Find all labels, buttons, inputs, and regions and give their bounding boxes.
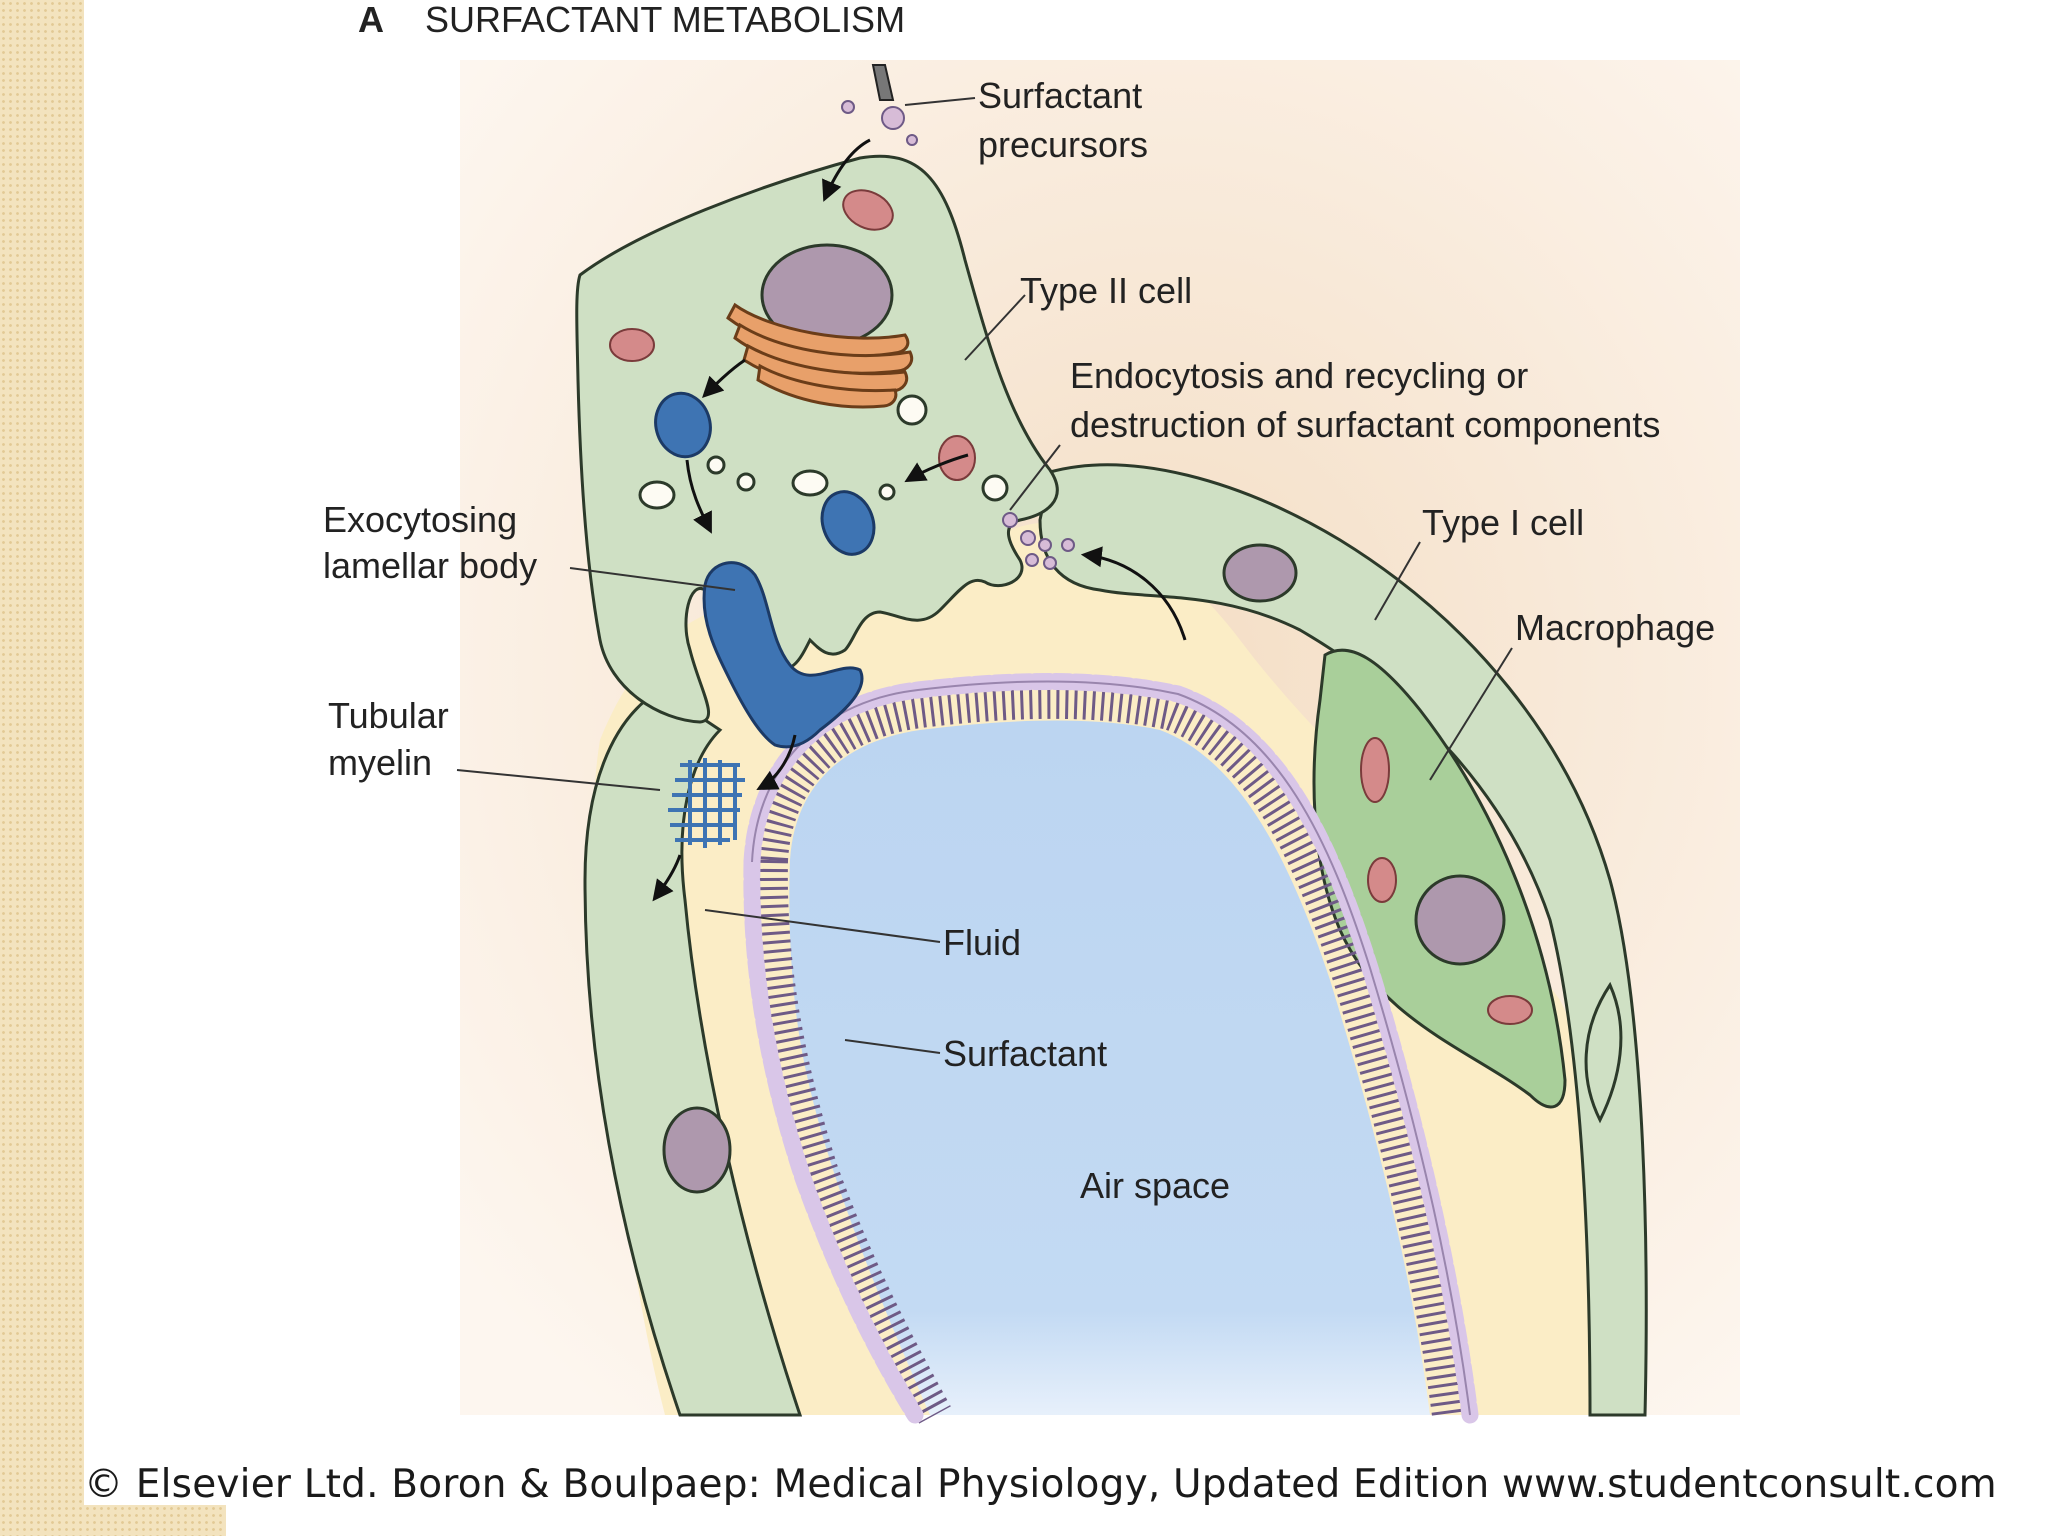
type1-cell-left-wall — [583, 688, 803, 1417]
label-exocytosing-line1: Exocytosing — [323, 499, 517, 540]
surfactant-tails — [752, 682, 1468, 1418]
pathway-arrows — [652, 138, 1187, 902]
leader-lines — [456, 97, 1513, 1054]
type1-cell-right-wall — [1038, 463, 1648, 1417]
decorative-footer-strip — [0, 1505, 226, 1536]
label-air-space: Air space — [1080, 1165, 1230, 1206]
cell-junction — [1584, 981, 1623, 1124]
label-tubular-line1: Tubular — [328, 695, 449, 736]
figure-title: SURFACTANT METABOLISM — [425, 0, 905, 40]
type2-cell — [575, 154, 1059, 724]
precursor-source — [841, 64, 918, 146]
endocytosis-particles — [1002, 512, 1075, 570]
tubular-myelin — [668, 758, 745, 848]
label-surfactant-precursors-line2: precursors — [978, 124, 1148, 165]
label-macrophage: Macrophage — [1515, 607, 1715, 648]
lamellar-body-1 — [654, 391, 712, 459]
label-endocytosis-line1: Endocytosis and recycling or — [1070, 355, 1528, 396]
label-endocytosis-line2: destruction of surfactant components — [1070, 404, 1660, 445]
type1-nucleus-left — [662, 1106, 732, 1194]
type2-mitochondrion-1 — [842, 189, 894, 231]
macrophage-mitochondrion-1 — [1360, 737, 1390, 803]
copyright-credit: © Elsevier Ltd. Boron & Boulpaep: Medica… — [84, 1462, 1997, 1507]
label-tubular-line2: myelin — [328, 742, 432, 783]
type1-nucleus-right — [1222, 543, 1298, 603]
surfactant-tails-left — [751, 859, 951, 1424]
label-surfactant-precursors-line1: Surfactant — [978, 75, 1142, 116]
lamellar-body-2 — [820, 490, 876, 556]
label-exocytosing-line2: lamellar body — [323, 545, 537, 586]
type2-mitochondrion-2 — [609, 328, 655, 362]
vesicles — [638, 394, 1009, 510]
surfactant-outline — [751, 680, 1471, 1416]
label-type1-cell: Type I cell — [1422, 502, 1584, 543]
surfactant-heads-left — [743, 853, 924, 1424]
label-surfactant: Surfactant — [943, 1033, 1107, 1074]
panel-letter: A — [358, 0, 384, 40]
macrophage-mitochondrion-2 — [1367, 857, 1397, 903]
decorative-sidebar — [0, 0, 84, 1536]
macrophage-nucleus — [1414, 874, 1506, 966]
label-type2-cell: Type II cell — [1020, 270, 1192, 311]
label-fluid: Fluid — [943, 922, 1021, 963]
air-space — [789, 720, 1430, 1415]
exocytosing-lamellar-body — [702, 561, 864, 749]
golgi-apparatus — [726, 302, 914, 409]
macrophage-mitochondrion-3 — [1487, 995, 1533, 1025]
